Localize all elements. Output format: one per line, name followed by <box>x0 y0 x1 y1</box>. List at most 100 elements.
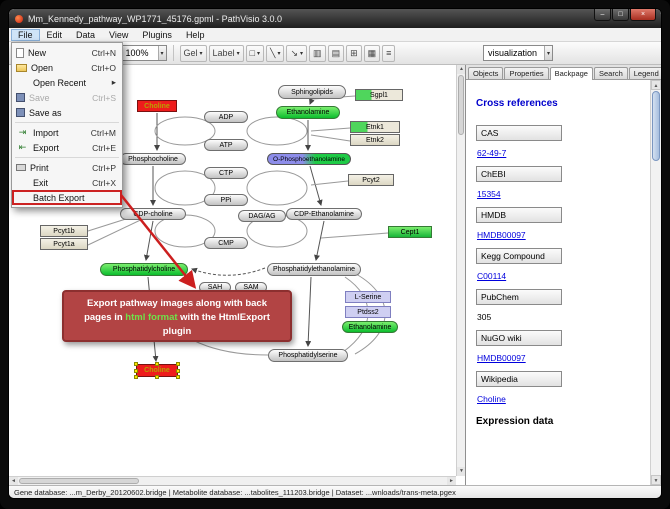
import-arrow-icon <box>16 127 29 138</box>
pathway-node-pcyt1a[interactable]: Pcyt1a <box>40 238 88 250</box>
pathway-node-sphingolipids[interactable]: Sphingolipids <box>278 85 346 99</box>
pathway-node-cept1[interactable]: Cept1 <box>388 226 432 238</box>
selection-handle[interactable] <box>134 375 138 379</box>
xref-link[interactable]: Choline <box>477 394 506 404</box>
title-bar[interactable]: Mm_Kennedy_pathway_WP1771_45176.gpml - P… <box>9 9 661 28</box>
pathway-node-ptdss2[interactable]: Ptdss2 <box>345 306 391 318</box>
menu-bar: File Edit Data View Plugins Help <box>9 28 661 42</box>
tab-search[interactable]: Search <box>593 67 628 79</box>
distribute-tool[interactable]: ⊞ <box>346 44 362 62</box>
pathway-node-adp[interactable]: ADP <box>204 111 248 123</box>
pathway-node-ethanolamine[interactable]: Ethanolamine <box>342 321 398 333</box>
pathway-node-ethanolamine[interactable]: Ethanolamine <box>276 106 340 119</box>
pathway-node-cmp[interactable]: CMP <box>204 237 248 249</box>
xref-link[interactable]: C00114 <box>477 271 507 281</box>
pathway-node-cdp-ethanolamine[interactable]: CDP-Ethanolamine <box>286 208 362 220</box>
xref-link[interactable]: 62-49-7 <box>477 148 507 158</box>
pathway-node-atp[interactable]: ATP <box>204 139 248 151</box>
file-menu-item-batch-export[interactable]: Batch Export <box>12 190 122 205</box>
pathway-node-dag-ag[interactable]: DAG/AG <box>238 210 286 222</box>
selection-handle[interactable] <box>176 375 180 379</box>
chevron-down-icon: ▾ <box>277 50 281 57</box>
arrow-tool[interactable]: ↘▾ <box>286 44 308 62</box>
line-tool[interactable]: ╲▾ <box>266 44 285 62</box>
pathway-node-ppi[interactable]: PPi <box>204 194 248 206</box>
pathway-node-etnk2[interactable]: Etnk2 <box>350 134 400 146</box>
scrollbar-thumb[interactable] <box>458 75 464 135</box>
tab-properties[interactable]: Properties <box>504 67 549 79</box>
pathway-node-cdp-choline[interactable]: CDP-choline <box>120 208 186 220</box>
xref-link[interactable]: HMDB00097 <box>477 353 526 363</box>
xref-value: 305 <box>477 312 492 322</box>
pathway-node-phosphatidylcholine[interactable]: Phosphatidylcholine <box>100 263 188 276</box>
menu-plugins[interactable]: Plugins <box>142 29 172 40</box>
menu-data[interactable]: Data <box>76 29 96 40</box>
pathway-node-phosphatidylserine[interactable]: Phosphatidylserine <box>268 349 348 362</box>
selection-handle[interactable] <box>155 375 159 379</box>
xref-link[interactable]: HMDB00097 <box>477 230 526 240</box>
pathway-node-choline[interactable]: Choline <box>137 100 177 112</box>
scroll-right-icon[interactable]: ► <box>447 477 456 485</box>
menu-item-label: Batch Export <box>33 192 85 203</box>
selection-handle[interactable] <box>176 362 180 366</box>
menu-help[interactable]: Help <box>185 29 205 40</box>
scroll-up-icon[interactable]: ▲ <box>651 80 661 90</box>
scrollbar-thumb[interactable] <box>19 478 139 484</box>
xref-link[interactable]: 15354 <box>477 189 501 199</box>
align-vertical-tool[interactable]: ▤ <box>327 44 345 62</box>
align-horizontal-tool[interactable]: ▥ <box>309 44 326 62</box>
pathway-node-pcyt2[interactable]: Pcyt2 <box>348 174 394 186</box>
scroll-down-icon[interactable]: ▼ <box>651 475 661 485</box>
stack-tool[interactable]: ▦ <box>363 44 381 62</box>
shape-tool[interactable]: □▾ <box>245 44 265 62</box>
visualization-combobox[interactable]: visualization ▾ <box>483 45 553 61</box>
maximize-button[interactable]: □ <box>612 9 629 21</box>
tab-backpage[interactable]: Backpage <box>549 67 593 80</box>
selection-handle[interactable] <box>155 362 159 366</box>
label-dropdown[interactable]: Label▾ <box>208 44 244 62</box>
zoom-combobox[interactable]: 100% ▾ <box>120 45 167 61</box>
pathway-node-sgpl1[interactable]: Sgpl1 <box>355 89 403 101</box>
datanode-dropdown[interactable]: Gel▾ <box>179 44 207 62</box>
group-tool[interactable]: ≡ <box>382 44 396 62</box>
scroll-up-icon[interactable]: ▲ <box>457 65 465 74</box>
minimize-button[interactable]: – <box>594 9 611 21</box>
panel-scrollbar[interactable]: ▲ ▼ <box>650 80 661 485</box>
menu-view[interactable]: View <box>109 29 129 40</box>
selection-handle[interactable] <box>134 362 138 366</box>
close-button[interactable]: × <box>630 9 656 21</box>
pathway-node-ctp[interactable]: CTP <box>204 167 248 179</box>
canvas-horizontal-scrollbar[interactable]: ◄ ► <box>9 476 456 485</box>
pathway-node-o-phosphoethanolamine[interactable]: O-Phosphoethanolamine <box>267 153 351 165</box>
scroll-left-icon[interactable]: ◄ <box>9 477 18 485</box>
file-menu-item-save-as[interactable]: Save as <box>12 105 122 120</box>
scrollbar-thumb[interactable] <box>652 91 660 161</box>
pathway-node-choline[interactable]: Choline <box>134 362 180 379</box>
scroll-down-icon[interactable]: ▼ <box>457 467 465 476</box>
pathway-node-phosphatidylethanolamine[interactable]: Phosphatidylethanolamine <box>267 263 361 276</box>
pathway-node-phosphocholine[interactable]: Phosphocholine <box>120 153 186 165</box>
toolbar-tools: Gel▾Label▾□▾╲▾↘▾▥▤⊞▦≡ <box>179 44 396 62</box>
pathway-node-l-serine[interactable]: L-Serine <box>345 291 391 303</box>
selection-handle[interactable] <box>134 368 138 373</box>
tab-legend[interactable]: Legend <box>628 67 661 79</box>
menu-file[interactable]: File <box>11 28 40 41</box>
canvas-vertical-scrollbar[interactable]: ▲ ▼ <box>456 65 465 476</box>
menu-edit[interactable]: Edit <box>46 29 63 40</box>
pathway-node-etnk1[interactable]: Etnk1 <box>350 121 400 133</box>
file-menu-item-open-recent[interactable]: Open Recent▸ <box>12 75 122 90</box>
pathway-node-pcyt1b[interactable]: Pcyt1b <box>40 225 88 237</box>
selection-handle[interactable] <box>176 368 180 373</box>
tab-objects[interactable]: Objects <box>468 67 504 79</box>
callout-highlight: html format <box>125 311 178 323</box>
